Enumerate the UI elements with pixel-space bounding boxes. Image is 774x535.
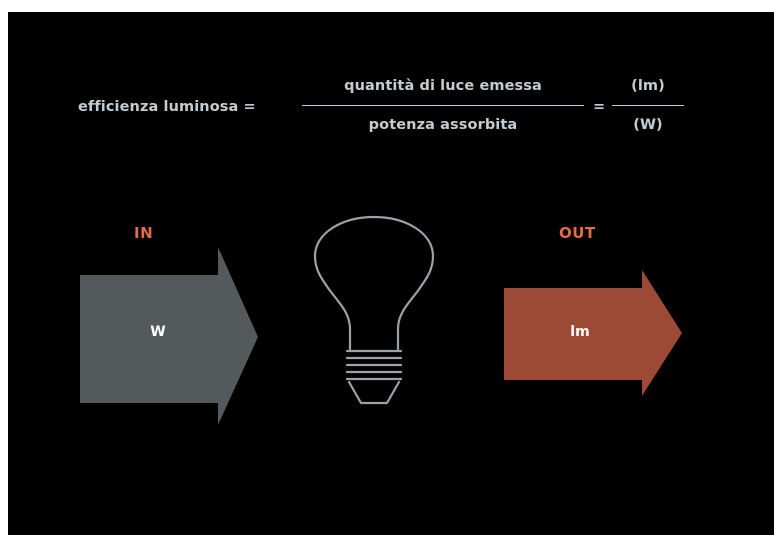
in-label: IN [134,224,154,242]
output-arrow-label: lm [570,324,590,340]
light-bulb-icon [313,215,435,405]
fraction-line-units [612,105,684,106]
unit-denominator: (W) [633,117,663,133]
input-arrow-shape [80,247,258,425]
input-arrow [80,247,258,425]
formula-equals: = [593,99,606,115]
efficiency-diagram: efficienza luminosa = quantità di luce e… [8,12,774,535]
unit-numerator: (lm) [631,78,665,94]
formula-numerator: quantità di luce emessa [344,78,542,94]
fraction-line-main [302,105,584,106]
output-arrow-shape [504,270,682,396]
formula-denominator: potenza assorbita [368,117,518,133]
out-label: OUT [559,224,596,242]
output-arrow [504,270,682,396]
input-arrow-label: W [150,324,166,340]
formula-lhs: efficienza luminosa = [78,99,256,115]
